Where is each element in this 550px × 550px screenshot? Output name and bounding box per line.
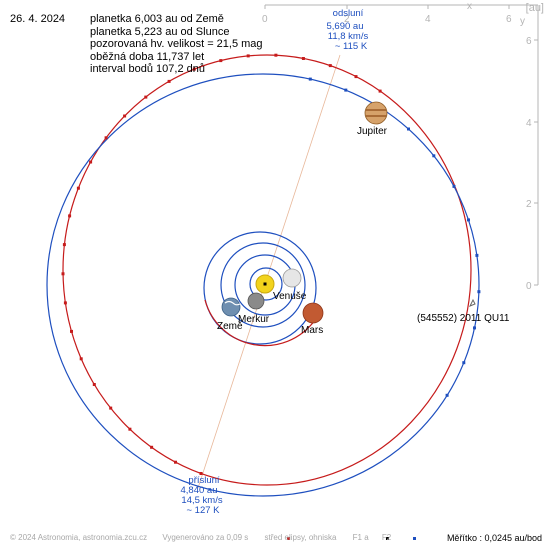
mercury-label: Merkur <box>238 314 270 325</box>
asteroid-label: (545552) 2011 QU11 <box>417 313 510 324</box>
y-tick-label-6: 6 <box>526 36 532 47</box>
asteroid-orbit-dot <box>61 272 65 276</box>
jupiter-orbit-dot <box>477 290 481 294</box>
footer: © 2024 Astronomia, astronomia.zcu.cz Vyg… <box>10 533 391 542</box>
sun-center-marker <box>263 282 267 286</box>
legend-f2-marker <box>413 537 416 540</box>
asteroid-orbit-dot <box>92 383 96 386</box>
footer-legend-f2: F2 <box>381 533 392 542</box>
info-earth-distance: planetka 6,003 au od Země <box>90 13 224 25</box>
asteroid-orbit-dot <box>128 427 132 431</box>
asteroid-orbit-dot <box>68 214 72 218</box>
earth-orbit <box>220 242 306 328</box>
mars-orbit <box>203 231 317 345</box>
legend-center-marker <box>287 537 290 540</box>
info-sun-distance: planetka 5,223 au od Slunce <box>90 25 230 38</box>
mars-icon <box>302 302 324 324</box>
jupiter-label: Jupiter <box>357 126 388 137</box>
asteroid-orbit-dot <box>109 406 113 410</box>
legend-f1-marker <box>386 537 389 540</box>
x-tick-label-0: 0 <box>262 14 268 25</box>
asteroid-orbit-dot <box>301 57 305 60</box>
info-lines: planetka 6,003 au od Země planetka 5,223… <box>90 13 263 76</box>
x-tick-label-4: 4 <box>425 14 431 25</box>
jupiter-orbit <box>46 73 480 497</box>
mercury-icon <box>247 292 265 310</box>
venus-label: Venuše <box>273 291 307 302</box>
asteroid-orbit-dot <box>144 95 148 99</box>
asteroid-orbit-dot <box>274 53 278 57</box>
y-tick-label-4: 4 <box>526 118 532 129</box>
footer-legend-f1: F1 a <box>352 533 369 542</box>
earth-cloud-icon <box>224 300 241 306</box>
venus-icon <box>282 268 302 288</box>
asteroid-orbit-dot <box>167 79 171 83</box>
asteroid-orbit-dot <box>199 472 203 475</box>
jupiter-orbit-dot <box>475 253 479 257</box>
jupiter-orbit-dots <box>308 77 481 397</box>
observation-date: 26. 4. 2024 <box>10 13 66 25</box>
asteroid-orbit-dot <box>174 460 177 464</box>
jupiter-orbit-dot <box>445 393 449 397</box>
aphelion-speed: 11,8 km/s <box>328 31 369 42</box>
x-tick-label-6: 6 <box>506 14 512 25</box>
asteroid-orbit-dot <box>219 59 223 63</box>
apsidal-line <box>197 54 341 489</box>
y-tick-label-2: 2 <box>526 199 532 210</box>
scale-label: Měřítko : 0,0245 au/bod <box>446 533 542 543</box>
asteroid-orbit-dot <box>123 114 127 118</box>
y-axis-label: y <box>520 16 525 27</box>
mercury-orbit <box>249 267 283 301</box>
footer-legend-center: střed elipsy, ohniska <box>264 533 337 542</box>
info-point-interval: interval bodů 107,2 dnů <box>90 63 205 75</box>
perihelion-distance: 4,840 au <box>181 485 218 496</box>
asteroid-inner-arc <box>204 299 316 347</box>
asteroid-orbit-dot <box>76 186 80 190</box>
asteroid-orbit-dot <box>79 357 83 361</box>
jupiter-icon <box>364 101 388 125</box>
asteroid-orbit-dot <box>70 329 73 333</box>
asteroid-orbit-dot <box>62 243 66 247</box>
jupiter-orbit-dot <box>344 88 348 92</box>
footer-generated: Vygenerováno za 0,09 s <box>162 533 249 542</box>
axes <box>264 4 539 286</box>
mars-label: Mars <box>301 325 323 336</box>
y-tick-label-0: 0 <box>526 281 532 292</box>
asteroid-orbit-dot <box>378 89 382 93</box>
asteroid-orbit <box>62 54 472 486</box>
asteroid-orbit-dot <box>89 160 93 164</box>
axis-unit-label: [au] <box>525 2 544 14</box>
perihelion-speed: 14,5 km/s <box>181 495 222 506</box>
perihelion-temperature: ~ 127 K <box>186 505 220 516</box>
earth-label: Země <box>217 321 243 332</box>
jupiter-orbit-dot <box>308 77 312 81</box>
jupiter-orbit-dot <box>467 218 470 222</box>
asteroid-orbit-dot <box>104 136 108 140</box>
jupiter-orbit-dot <box>407 127 410 131</box>
asteroid-orbit-dot <box>328 64 332 68</box>
jupiter-orbit-dot <box>462 361 466 365</box>
info-period: oběžná doba 11,737 let <box>90 50 205 63</box>
aphelion-distance: 5,690 au <box>327 21 364 32</box>
x-axis-label: x <box>467 1 472 12</box>
aphelion-temperature: ~ 115 K <box>335 41 368 52</box>
jupiter-orbit-dot <box>473 326 476 330</box>
perihelion-label: přísluní <box>188 475 220 486</box>
info-magnitude: pozorovaná hv. velikost = 21,5 mag <box>90 38 263 50</box>
asteroid-marker-icon <box>468 298 476 307</box>
asteroid-orbit-dot <box>246 54 250 58</box>
asteroid-orbit-dot <box>150 445 154 449</box>
footer-copyright[interactable]: © 2024 Astronomia, astronomia.zcu.cz <box>10 533 148 542</box>
x-tick-label-2: 2 <box>344 14 350 25</box>
jupiter-orbit-dot <box>452 184 456 188</box>
jupiter-band-icon <box>366 109 386 117</box>
asteroid-orbit-dot <box>354 75 358 79</box>
asteroid-orbit-dots <box>61 53 382 475</box>
aphelion-label: odsluní <box>333 8 364 19</box>
asteroid-orbit-dot <box>192 67 196 71</box>
jupiter-orbit-dot <box>432 154 436 158</box>
asteroid-orbit-dot <box>63 301 67 305</box>
